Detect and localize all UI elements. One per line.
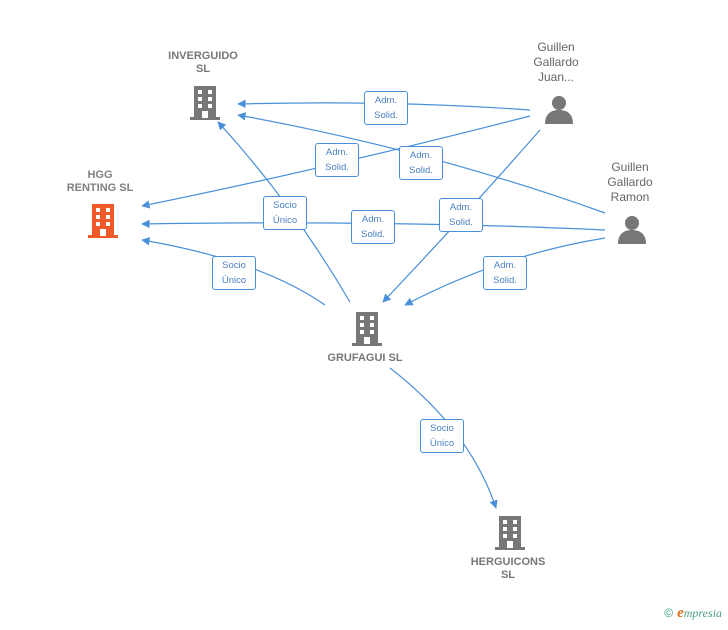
node-label-grufagui[interactable]: GRUFAGUI SL: [327, 352, 403, 364]
edge-label-e5: Adm. Solid.: [439, 198, 483, 232]
edge-label-e6: Adm. Solid.: [483, 256, 527, 290]
building-icon-hgg[interactable]: [88, 204, 118, 243]
edges-layer: [141, 99, 606, 509]
node-label-guillen-juan[interactable]: Guillen Gallardo Juan...: [533, 40, 579, 84]
building-icon-inverguido[interactable]: [190, 86, 220, 125]
edge-label-e1: Adm. Solid.: [364, 91, 408, 125]
edge-label-e9: Socio Único: [420, 419, 464, 453]
person-icon-guillen-ramon[interactable]: [617, 214, 647, 249]
edge-label-e4: Adm. Solid.: [351, 210, 395, 244]
brand-name: mpresia: [683, 606, 722, 620]
edge-label-e3: Adm. Solid.: [399, 146, 443, 180]
node-label-herguicons[interactable]: HERGUICONS SL: [470, 556, 546, 581]
node-label-inverguido[interactable]: INVERGUIDO SL: [168, 50, 238, 75]
edge-label-e8: Socio Único: [212, 256, 256, 290]
edge-label-e2: Adm. Solid.: [315, 143, 359, 177]
building-icon-grufagui[interactable]: [352, 312, 382, 351]
edge-label-e7: Socio Único: [263, 196, 307, 230]
empresia-logo: ©empresia: [664, 605, 722, 622]
building-icon-herguicons[interactable]: [495, 516, 525, 555]
node-label-guillen-ramon[interactable]: Guillen Gallardo Ramon: [607, 160, 653, 204]
copyright-icon: ©: [664, 606, 674, 620]
brand-initial: e: [677, 605, 684, 621]
node-label-hgg[interactable]: HGG RENTING SL: [66, 169, 134, 194]
person-icon-guillen-juan[interactable]: [544, 94, 574, 129]
